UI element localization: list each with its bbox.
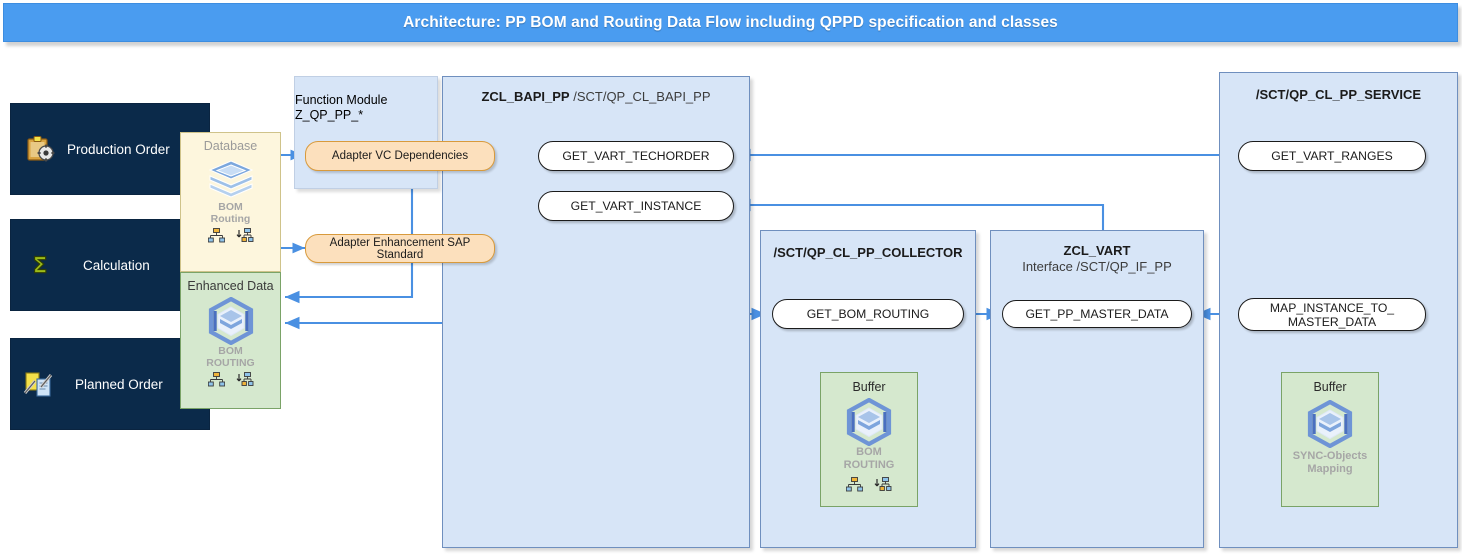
panel-title-bold: ZCL_BAPI_PP bbox=[481, 89, 570, 104]
entity-calculation[interactable]: Σ Calculation bbox=[10, 219, 210, 311]
import-download-icon bbox=[236, 228, 254, 248]
panel-title: ZCL_BAPI_PP /SCT/QP_CL_BAPI_PP bbox=[443, 77, 749, 105]
buffer-label: SYNC-Objects Mapping bbox=[1292, 450, 1368, 475]
import-download-icon bbox=[236, 372, 254, 392]
sigma-icon: Σ bbox=[19, 251, 61, 279]
network-tree-icon bbox=[207, 372, 225, 392]
panel-zcl-vart: ZCL_VART Interface /SCT/QP_IF_PP bbox=[990, 230, 1204, 548]
storage-stack-label: BOM Routing bbox=[210, 201, 251, 225]
method-label: GET_BOM_ROUTING bbox=[806, 307, 930, 321]
buffer-service: Buffer SYNC-Objects Mapping bbox=[1281, 372, 1379, 507]
network-tree-icon bbox=[207, 228, 225, 248]
hex-cube-icon bbox=[821, 398, 917, 446]
panel-title-bold: /SCT/QP_CL_PP_SERVICE bbox=[1255, 87, 1422, 102]
storage-enhanced-data: Enhanced Data BOM ROUTING bbox=[180, 272, 281, 409]
panel-title: ZCL_VART Interface /SCT/QP_IF_PP bbox=[991, 231, 1203, 275]
adapter-vc-dependencies[interactable]: Adapter VC Dependencies bbox=[305, 141, 495, 171]
svg-text:Σ: Σ bbox=[32, 254, 47, 279]
entity-planned-order[interactable]: Planned Order bbox=[10, 338, 210, 430]
method-get-vart-ranges[interactable]: GET_VART_RANGES bbox=[1238, 141, 1426, 171]
method-get-vart-instance[interactable]: GET_VART_INSTANCE bbox=[538, 191, 734, 221]
method-label: GET_VART_TECHORDER bbox=[562, 149, 710, 163]
panel-title-bold: ZCL_VART bbox=[1063, 243, 1131, 258]
buffer-collector: Buffer BOM ROUTING bbox=[820, 372, 918, 507]
storage-database: Database BOM Routing bbox=[180, 132, 281, 272]
storage-caption: Enhanced Data bbox=[187, 279, 274, 293]
panel-function-module: Function Module Z_QP_PP_* bbox=[294, 76, 438, 189]
panel-title: Function Module Z_QP_PP_* bbox=[295, 93, 388, 122]
storage-mini-icons bbox=[181, 372, 280, 392]
hex-cube-icon bbox=[1282, 400, 1378, 448]
method-get-bom-routing[interactable]: GET_BOM_ROUTING bbox=[772, 299, 964, 329]
panel-title: /SCT/QP_CL_PP_SERVICE bbox=[1220, 73, 1457, 103]
storage-caption: Database bbox=[203, 139, 258, 153]
diagram-title: Architecture: PP BOM and Routing Data Fl… bbox=[403, 13, 1058, 31]
method-get-vart-techorder[interactable]: GET_VART_TECHORDER bbox=[538, 141, 734, 171]
adapter-enhancement-sap-standard[interactable]: Adapter Enhancement SAP Standard bbox=[305, 234, 495, 263]
document-pen-icon bbox=[19, 369, 61, 399]
adapter-label: Adapter Enhancement SAP Standard bbox=[329, 236, 471, 261]
buffer-label: BOM ROUTING bbox=[843, 446, 895, 471]
method-get-pp-master-data[interactable]: GET_PP_MASTER_DATA bbox=[1002, 300, 1192, 328]
method-label: GET_PP_MASTER_DATA bbox=[1025, 307, 1169, 321]
buffer-mini-icons bbox=[821, 477, 917, 497]
panel-title-sub: Interface /SCT/QP_IF_PP bbox=[1022, 259, 1172, 274]
entity-label: Calculation bbox=[83, 257, 150, 273]
method-label-line2: MASTER_DATA bbox=[1287, 314, 1377, 329]
method-map-instance-to-master-data[interactable]: MAP_INSTANCE_TO_ MASTER_DATA bbox=[1238, 298, 1426, 331]
panel-title-bold: /SCT/QP_CL_PP_COLLECTOR bbox=[773, 245, 963, 260]
method-label-line1: MAP_INSTANCE_TO_ bbox=[1269, 300, 1395, 315]
entity-label: Planned Order bbox=[75, 376, 163, 392]
method-label: GET_VART_INSTANCE bbox=[570, 199, 702, 213]
panel-title-sub: /SCT/QP_CL_BAPI_PP bbox=[569, 89, 711, 104]
storage-mini-icons bbox=[181, 228, 280, 248]
import-download-icon bbox=[874, 477, 892, 497]
method-label: GET_VART_RANGES bbox=[1271, 149, 1393, 163]
storage-stack-label: BOM ROUTING bbox=[206, 345, 255, 369]
layer-stack-icon bbox=[181, 159, 280, 201]
entity-label: Production Order bbox=[67, 141, 170, 157]
entity-production-order[interactable]: Production Order bbox=[10, 103, 210, 195]
buffer-caption: Buffer bbox=[1313, 380, 1347, 394]
adapter-label: Adapter VC Dependencies bbox=[331, 150, 469, 162]
clipboard-gear-icon bbox=[19, 135, 61, 163]
hex-cube-icon bbox=[181, 297, 280, 345]
panel-title: /SCT/QP_CL_PP_COLLECTOR bbox=[761, 231, 975, 261]
network-tree-icon bbox=[845, 477, 864, 497]
buffer-caption: Buffer bbox=[852, 380, 886, 394]
diagram-title-bar: Architecture: PP BOM and Routing Data Fl… bbox=[3, 3, 1458, 42]
